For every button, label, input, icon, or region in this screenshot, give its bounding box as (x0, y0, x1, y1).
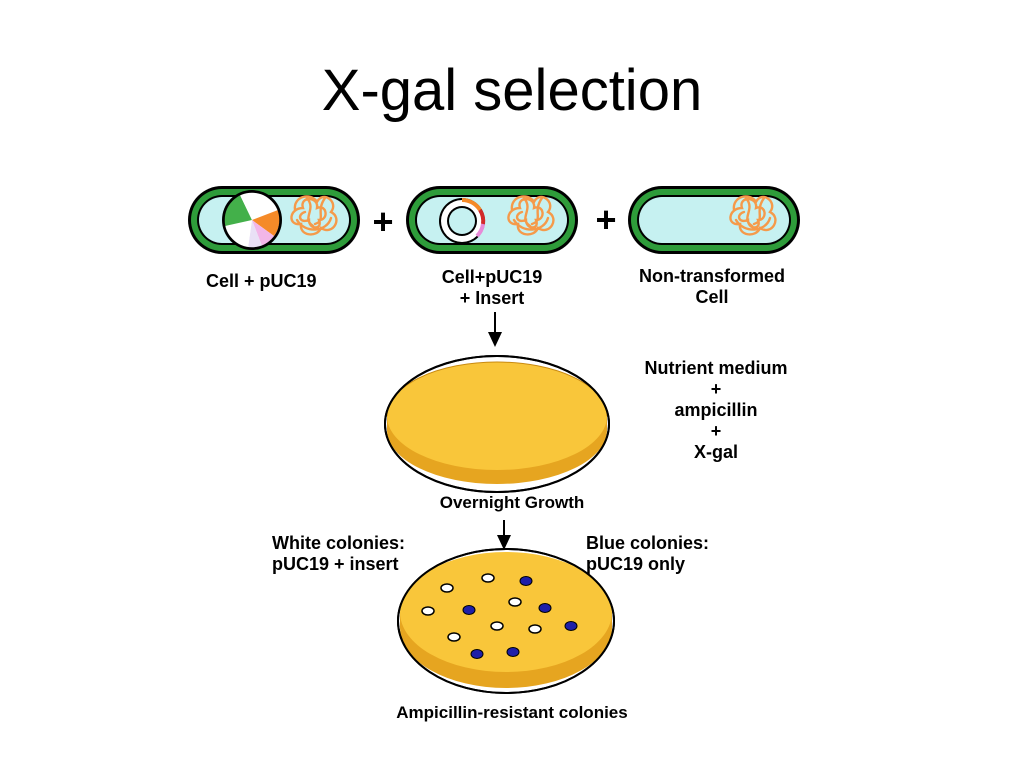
down-arrow-icon (488, 312, 502, 347)
cell-puc19 (188, 186, 360, 254)
down-arrow-icon (497, 520, 511, 550)
white-colony (481, 573, 495, 583)
white-colony (447, 632, 461, 642)
plus-sign: + (595, 199, 616, 240)
plus-sign: + (372, 201, 393, 242)
white-colony (528, 624, 542, 634)
cell-1-label: Cell + pUC19 (206, 271, 317, 291)
blue-colony (470, 649, 484, 659)
ampicillin-resistant-label: Ampicillin-resistant colonies (396, 703, 628, 722)
cell-2-label: Cell+pUC19 + Insert (441, 267, 543, 308)
white-colonies-label: White colonies: pUC19 + insert (272, 533, 406, 574)
blue-colonies-label: Blue colonies: pUC19 only (586, 533, 710, 574)
blue-colony (506, 647, 520, 657)
cell-puc19-insert (406, 186, 578, 254)
white-colony (508, 597, 522, 607)
white-colony (421, 606, 435, 616)
blue-colony (462, 605, 476, 615)
blue-colony (564, 621, 578, 631)
white-colony (490, 621, 504, 631)
blue-colony (538, 603, 552, 613)
cell-non-transformed (628, 186, 800, 254)
cell-3-label: Non-transformed Cell (638, 266, 785, 307)
medium-label: Nutrient medium + ampicillin + X-gal (644, 358, 788, 462)
blue-colonies (462, 576, 578, 659)
overnight-growth-label: Overnight Growth (439, 493, 585, 512)
white-colony (440, 583, 454, 593)
page-title: X-gal selection (321, 58, 703, 123)
plasmid-pie-icon (222, 190, 282, 250)
petri-dish-colonies (397, 548, 615, 694)
white-colonies (421, 573, 542, 642)
petri-dish-overnight (384, 355, 610, 493)
recombinant-plasmid-icon (439, 197, 486, 244)
blue-colony (519, 576, 533, 586)
